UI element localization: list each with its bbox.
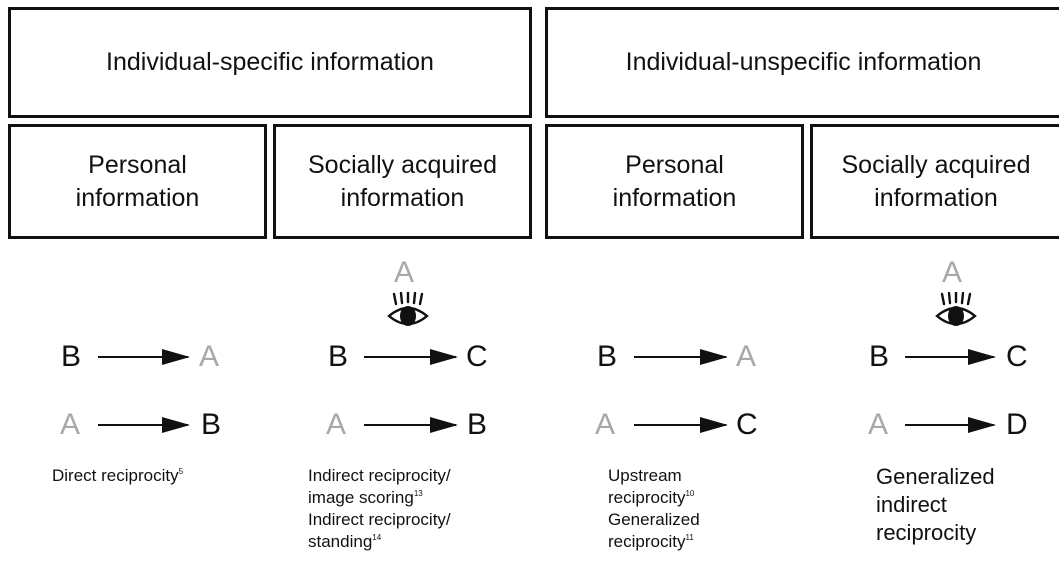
caption-line: indirect	[876, 492, 947, 517]
observer-letter: A	[394, 256, 415, 289]
letter-to: A	[199, 340, 220, 373]
caption-line: reciprocity11	[608, 532, 694, 551]
observer-letter: A	[942, 256, 963, 289]
header-individual-specific: Individual-specific information	[8, 7, 532, 118]
reference-number: 11	[685, 533, 694, 542]
letter-to: B	[467, 408, 488, 441]
caption-line: reciprocity	[876, 520, 977, 545]
subheader-title-line2: information	[874, 183, 998, 212]
letter-from: B	[597, 340, 618, 373]
subheader-social-specific: Socially acquired information	[273, 124, 532, 239]
subheader-title-line1: Socially acquired	[308, 150, 497, 179]
letter-from: B	[869, 340, 890, 373]
caption-line: Upstream	[608, 466, 682, 485]
letter-from: B	[61, 340, 82, 373]
reference-number: 14	[372, 533, 382, 542]
reference-number: 5	[178, 467, 184, 476]
caption-line: Indirect reciprocity/	[308, 466, 451, 485]
letter-to: C	[1006, 340, 1028, 373]
letter-from: A	[595, 408, 616, 441]
reference-number: 13	[413, 489, 423, 498]
caption-line: Generalized	[876, 464, 995, 489]
subheader-title-line1: Socially acquired	[841, 150, 1031, 179]
subheader-title-line1: Personal	[88, 150, 187, 179]
subheader-title-line2: information	[340, 183, 465, 212]
caption-indirect-reciprocity: Indirect reciprocity/ image scoring13 In…	[308, 465, 451, 553]
header-individual-specific-label: Individual-specific information	[106, 48, 434, 76]
subheader-personal-specific: Personal information	[8, 124, 267, 239]
reference-number: 10	[685, 489, 695, 498]
subheader-social-unspecific: Socially acquired information	[810, 124, 1059, 239]
caption-upstream-reciprocity: Upstream reciprocity10 Generalized recip…	[608, 465, 700, 553]
letter-to: D	[1006, 408, 1028, 441]
caption-generalized-indirect-reciprocity: Generalized indirect reciprocity	[876, 463, 995, 547]
subheader-title-line2: information	[612, 183, 737, 212]
letter-from: A	[868, 408, 889, 441]
subheader-personal-unspecific: Personal information	[545, 124, 804, 239]
header-individual-unspecific: Individual-unspecific information	[545, 7, 1059, 118]
subheader-title-line2: information	[75, 183, 200, 212]
letter-from: A	[60, 408, 81, 441]
eye-icon	[387, 292, 429, 326]
letter-from: A	[326, 408, 347, 441]
caption-line: image scoring13	[308, 488, 423, 507]
letter-to: C	[466, 340, 488, 373]
letter-to: A	[736, 340, 757, 373]
eye-icon	[935, 292, 977, 326]
letter-from: B	[328, 340, 349, 373]
subheader-title-line1: Personal	[625, 150, 724, 179]
header-individual-unspecific-label: Individual-unspecific information	[625, 48, 982, 76]
letter-to: C	[736, 408, 758, 441]
letter-to: B	[201, 408, 222, 441]
caption-direct-reciprocity: Direct reciprocity5	[52, 465, 183, 487]
caption-line: Generalized	[608, 510, 700, 529]
caption-line: Indirect reciprocity/	[308, 510, 451, 529]
caption-line: standing14	[308, 532, 382, 551]
caption-line: reciprocity10	[608, 488, 695, 507]
caption-line: Direct reciprocity5	[52, 466, 184, 485]
